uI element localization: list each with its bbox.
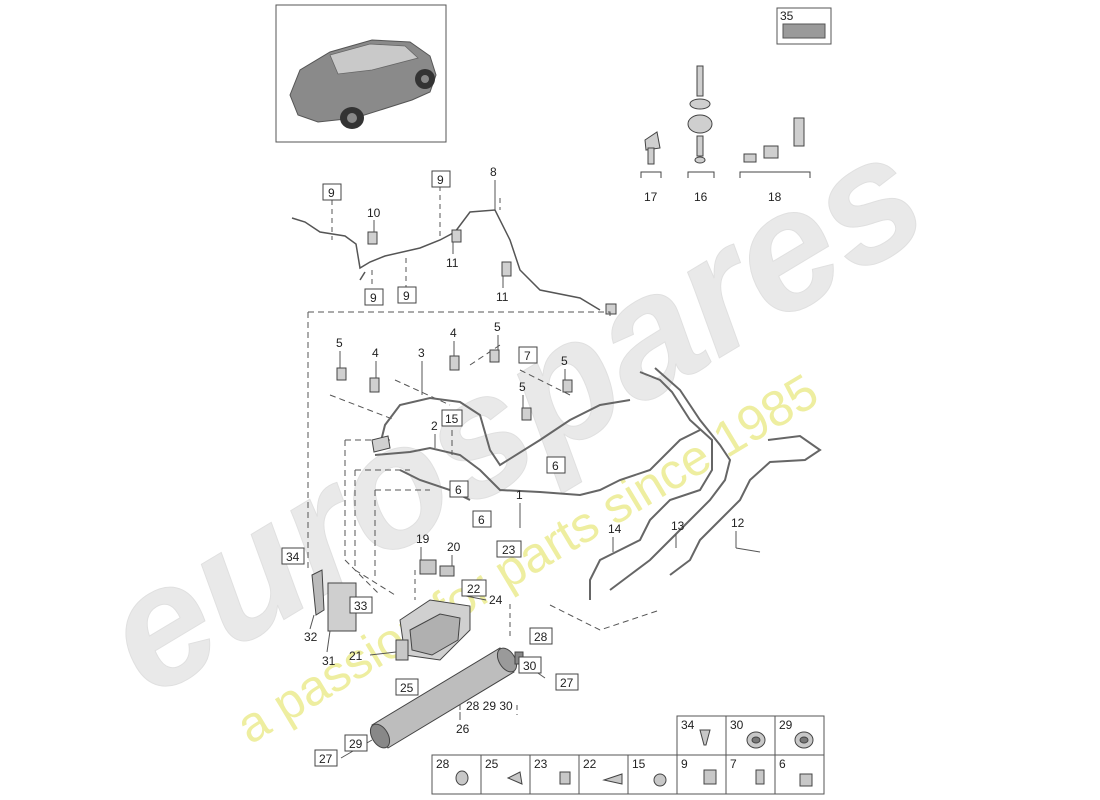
- label-17: 17: [644, 190, 658, 204]
- legend-25: 25: [485, 757, 499, 771]
- label-28: 28: [534, 630, 548, 644]
- legend-30: 30: [730, 718, 744, 732]
- label-31: 31: [322, 654, 336, 668]
- label-9c: 9: [370, 291, 377, 305]
- vehicle-thumbnail: [275, 4, 447, 143]
- label-9a: 9: [328, 186, 335, 200]
- label-30: 30: [523, 659, 537, 673]
- label-29: 29: [349, 737, 363, 751]
- legend-6: 6: [779, 757, 786, 771]
- upper-fuel-line: [291, 209, 601, 311]
- label-25: 25: [400, 681, 414, 695]
- label-4a: 4: [372, 346, 379, 360]
- legend-34: 34: [681, 718, 695, 732]
- label-4b: 4: [450, 326, 457, 340]
- filter-dashes: [414, 570, 518, 715]
- mount-brackets: [640, 171, 811, 178]
- label-21: 21: [349, 649, 363, 663]
- legend-28: 28: [436, 757, 450, 771]
- label-24: 24: [489, 593, 503, 607]
- legend-7: 7: [730, 757, 737, 771]
- label-13: 13: [671, 519, 685, 533]
- upper-dashes: [331, 186, 501, 288]
- label-23: 23: [502, 543, 516, 557]
- label-11b: 11: [496, 290, 509, 304]
- legend-parts: [455, 729, 814, 787]
- label-6b: 6: [455, 483, 462, 497]
- legend-29: 29: [779, 718, 793, 732]
- label-18: 18: [768, 190, 782, 204]
- part-35-block: 35: [776, 7, 832, 45]
- label-9d: 9: [403, 289, 410, 303]
- label-22: 22: [467, 582, 481, 596]
- clip-parts-main: [336, 349, 573, 453]
- legend-15: 15: [632, 757, 646, 771]
- label-2: 2: [431, 419, 438, 433]
- label-26: 26: [456, 722, 470, 736]
- legend-22: 22: [583, 757, 597, 771]
- car-icon: [289, 39, 437, 129]
- clip-parts-upper: [367, 229, 617, 315]
- label-20: 20: [447, 540, 461, 554]
- label-19: 19: [416, 532, 430, 546]
- label-32: 32: [304, 630, 318, 644]
- legend-grid: [431, 715, 825, 795]
- label-5b: 5: [494, 320, 501, 334]
- label-10: 10: [367, 206, 381, 220]
- legend-23: 23: [534, 757, 548, 771]
- label-1: 1: [516, 488, 523, 502]
- legend-9: 9: [681, 757, 688, 771]
- label-12: 12: [731, 516, 745, 530]
- filter-assembly: [311, 559, 524, 749]
- label-26sub: 28 29 30: [466, 699, 513, 713]
- label-5c: 5: [561, 354, 568, 368]
- label-15: 15: [445, 412, 459, 426]
- watermark-brand: eurospares: [71, 97, 955, 732]
- assembly-dashes: [307, 311, 661, 631]
- label-34: 34: [286, 550, 300, 564]
- label-16: 16: [694, 190, 708, 204]
- label-27a: 27: [560, 676, 574, 690]
- label-6c: 6: [478, 513, 485, 527]
- mount-parts: [644, 65, 805, 165]
- label-11a: 11: [446, 256, 459, 270]
- label-7: 7: [524, 349, 531, 363]
- label-5a: 5: [336, 336, 343, 350]
- label-3: 3: [418, 346, 425, 360]
- label-5d: 5: [519, 380, 526, 394]
- fuel-lines-main: [374, 367, 822, 600]
- label-35: 35: [780, 9, 794, 23]
- label-14: 14: [608, 522, 622, 536]
- label-33: 33: [354, 599, 368, 613]
- label-27b: 27: [319, 752, 333, 766]
- label-8: 8: [490, 165, 497, 179]
- label-9b: 9: [437, 173, 444, 187]
- label-6a: 6: [552, 459, 559, 473]
- legend-labels: 34 30 29 28 25 23 22 15 9 7 6: [436, 718, 793, 771]
